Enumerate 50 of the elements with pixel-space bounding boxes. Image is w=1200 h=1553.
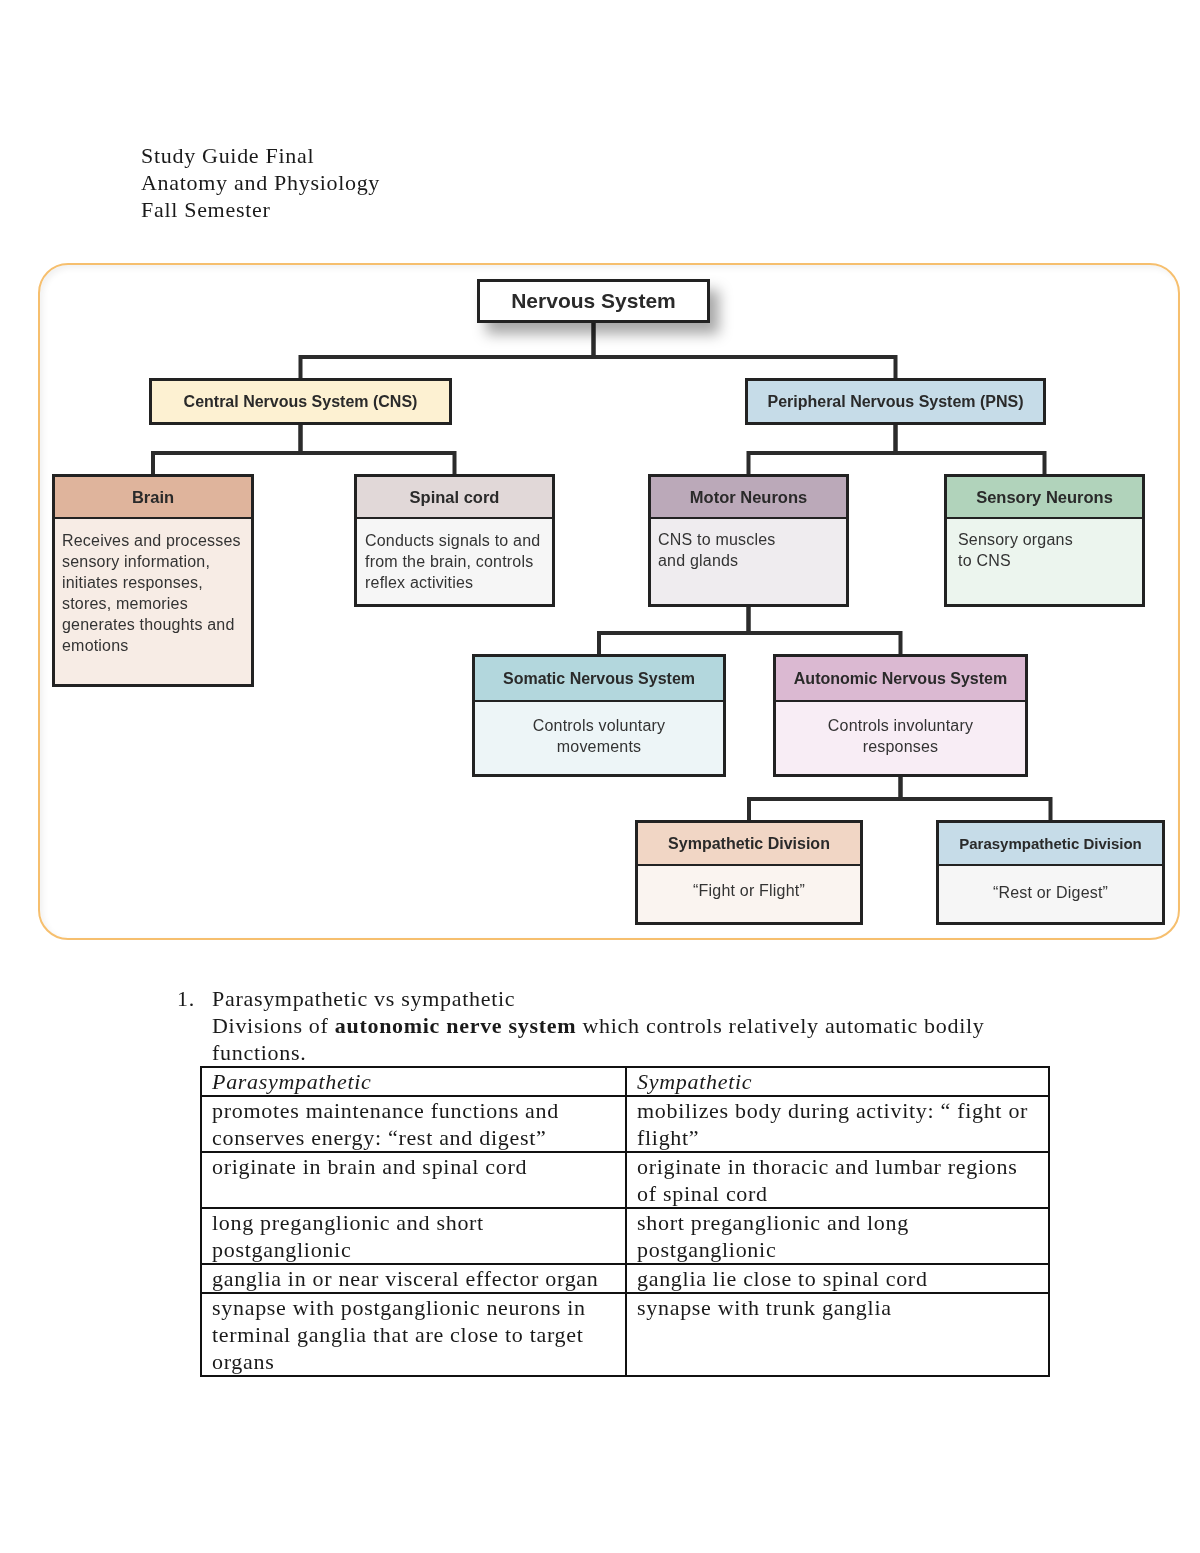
heading-band: Brain xyxy=(55,477,251,519)
description-area: “Rest or Digest” xyxy=(939,866,1162,922)
category-box xyxy=(648,474,849,607)
category-box xyxy=(773,654,1028,777)
connector-line xyxy=(298,423,457,476)
table-cell: originate in brain and spinal cord xyxy=(201,1152,626,1208)
category-box xyxy=(354,474,555,607)
description-area: Controls involuntary responses xyxy=(776,702,1025,774)
heading-band: Somatic Nervous System xyxy=(475,657,723,702)
description-area: Conducts signals to and from the brain, controls reflex activities xyxy=(357,519,552,604)
node-title: Central Nervous System (CNS) xyxy=(183,392,418,411)
heading-band: Spinal cord xyxy=(357,477,552,519)
category-box xyxy=(635,820,863,925)
table-header-cell: Sympathetic xyxy=(626,1067,1049,1096)
category-box xyxy=(745,378,1046,425)
table-cell: ganglia in or near visceral effector organ xyxy=(201,1264,626,1293)
description-area: Sensory organs to CNS xyxy=(947,519,1142,604)
description-area: CNS to muscles and glands xyxy=(651,519,846,604)
list-number: 1. xyxy=(177,985,195,1012)
subtitle: Anatomy and Physiology xyxy=(141,169,381,196)
category-box xyxy=(472,654,726,777)
description-area: “Fight or Flight” xyxy=(638,866,860,922)
category-box xyxy=(52,474,254,687)
heading-band: Parasympathetic Division xyxy=(939,823,1162,866)
node-title: Nervous System xyxy=(511,289,676,313)
table-cell: ganglia lie close to spinal cord xyxy=(626,1264,1049,1293)
connector-line xyxy=(746,605,903,656)
category-box xyxy=(477,279,710,323)
heading-band: Sensory Neurons xyxy=(947,477,1142,519)
connector-line xyxy=(893,423,1047,476)
page-title: Study Guide Final xyxy=(141,142,315,169)
table-cell: mobilizes body during activity: “ fight or flight” xyxy=(626,1096,1049,1152)
description-area: Controls voluntary movements xyxy=(475,702,723,774)
table-header-cell: Parasympathetic xyxy=(201,1067,626,1096)
heading-band: Motor Neurons xyxy=(651,477,846,519)
category-box xyxy=(936,820,1165,925)
table-cell: promotes maintenance functions and conserves energy: “rest and digest” xyxy=(201,1096,626,1152)
category-box xyxy=(149,378,452,425)
table-cell: synapse with trunk ganglia xyxy=(626,1293,1049,1376)
paragraph: Divisions of autonomic nerve system which controls relatively automatic bodily functions. xyxy=(212,1012,986,1066)
connector-line xyxy=(898,775,1053,822)
node-title: Peripheral Nervous System (PNS) xyxy=(767,392,1024,411)
heading-band: Sympathetic Division xyxy=(638,823,860,866)
description-area: Receives and processes sensory information, initiates responses, stores, memories generates thoughts and emotions xyxy=(55,519,251,684)
question-heading: Parasympathetic vs sympathetic xyxy=(212,985,516,1012)
table-cell: synapse with postganglionic neurons in terminal ganglia that are close to target organs xyxy=(201,1293,626,1376)
category-box xyxy=(944,474,1145,607)
heading-band: Autonomic Nervous System xyxy=(776,657,1025,702)
connector-line xyxy=(591,321,898,380)
subtitle: Fall Semester xyxy=(141,196,271,223)
